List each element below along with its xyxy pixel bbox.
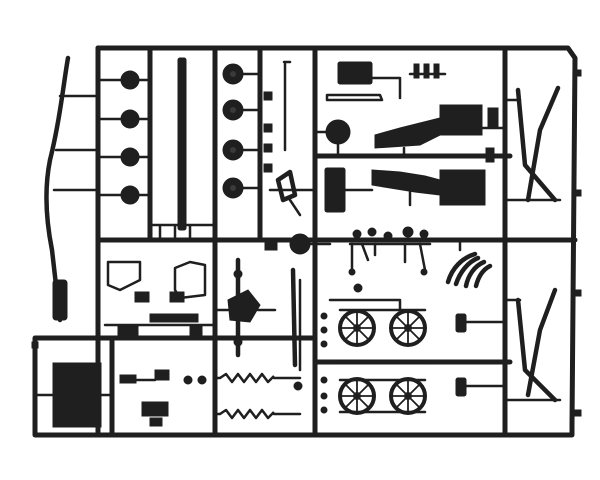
spring-parts xyxy=(213,372,303,420)
front-axle-part xyxy=(503,85,562,203)
tie-rod-parts xyxy=(290,267,302,372)
driveshaft-part xyxy=(148,57,217,240)
brake-drum-parts xyxy=(222,63,273,199)
exhaust-manifold-part xyxy=(445,238,493,289)
rod-parts xyxy=(268,60,317,217)
rear-axle-part xyxy=(503,287,562,403)
engine-accessory-parts xyxy=(313,61,447,158)
axle-housing-part xyxy=(213,257,277,358)
engine-block-parts xyxy=(324,104,507,213)
nut-parts xyxy=(320,283,402,414)
gear-hub-part xyxy=(264,233,332,255)
wheel-parts xyxy=(338,308,427,415)
small-fittings xyxy=(119,369,207,427)
cable-part xyxy=(44,55,100,323)
radiator-part xyxy=(33,362,114,428)
inner-frame-top-left xyxy=(95,45,218,243)
tool-parts xyxy=(348,226,432,276)
sprue-gates xyxy=(31,69,582,417)
shock-absorber-parts xyxy=(455,313,507,397)
pulley-parts xyxy=(96,70,152,205)
bracket-parts xyxy=(103,260,217,337)
